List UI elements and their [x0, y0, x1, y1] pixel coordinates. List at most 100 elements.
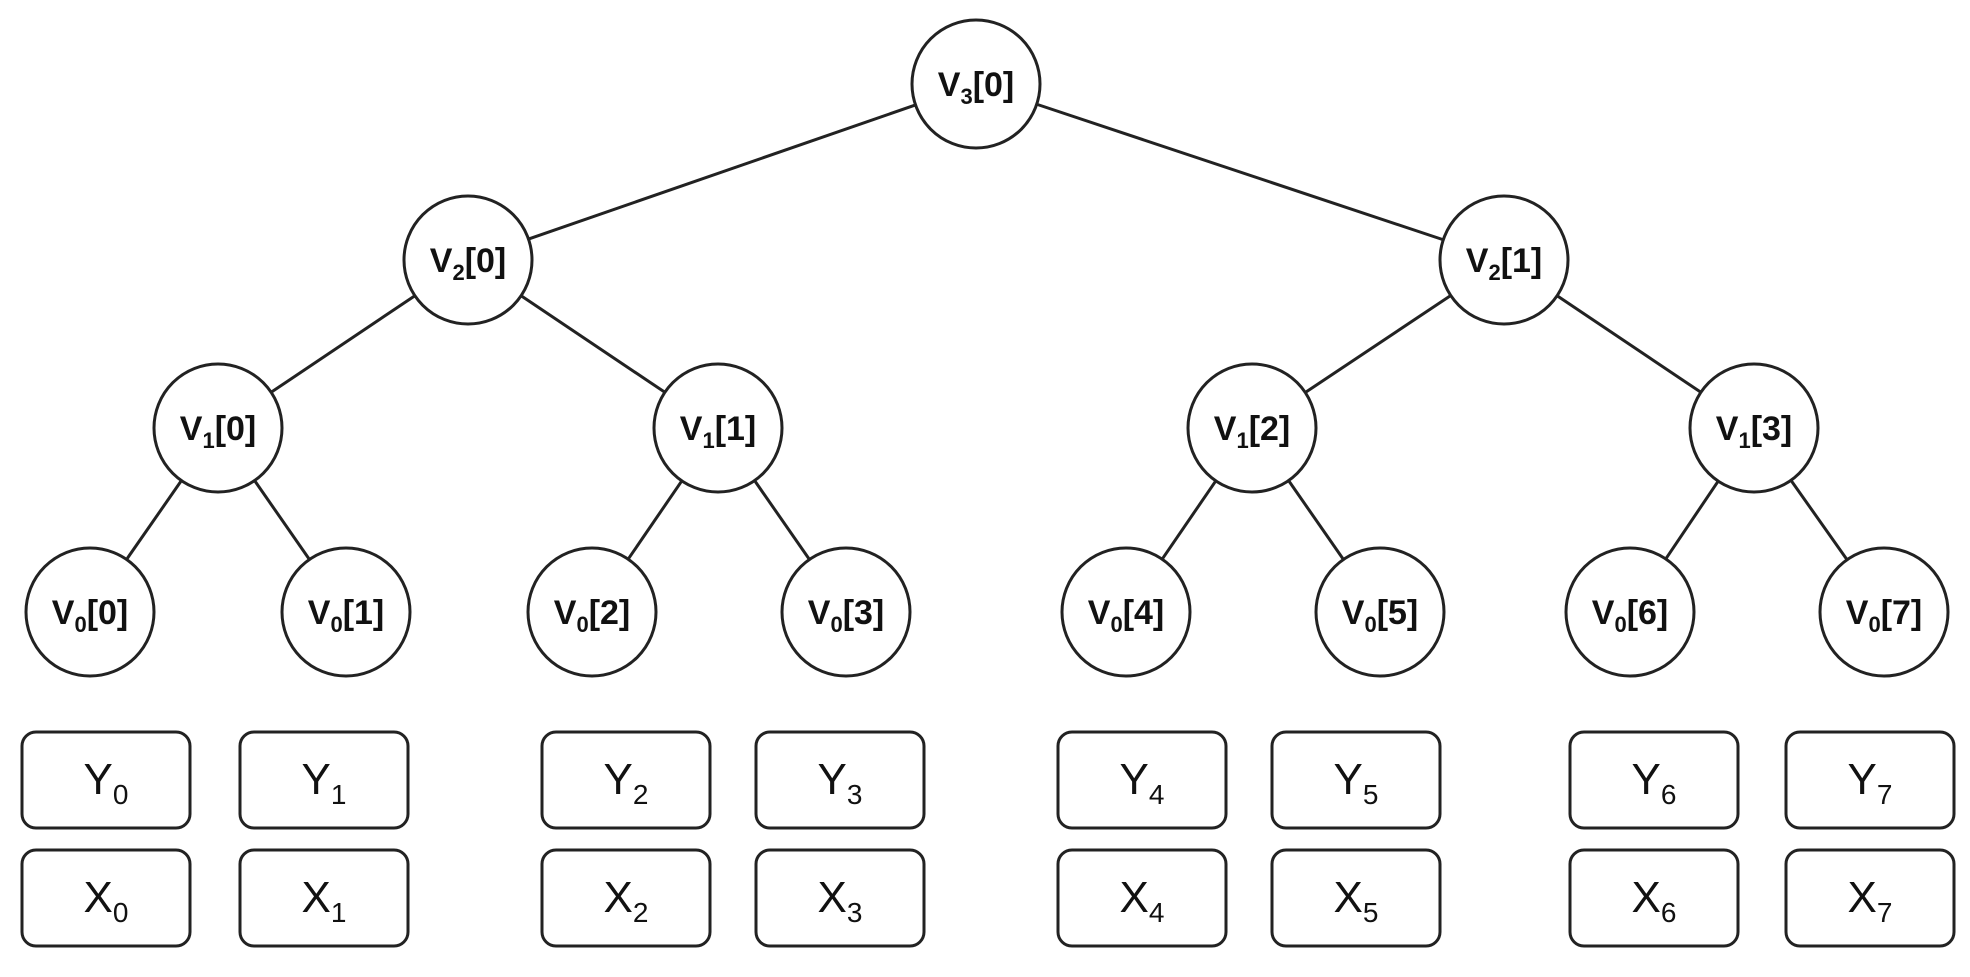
y-row-box-label: Y0 [84, 755, 129, 810]
node-label-index: [6] [1627, 594, 1669, 632]
tree-node-v1-2: V1[2] [1186, 362, 1318, 494]
box-label-base: X [302, 873, 331, 922]
tree-node-circle [1314, 546, 1446, 678]
y-row-box-3: Y3 [754, 730, 926, 830]
tree-nodes: V3[0]V2[0]V2[1]V1[0]V1[1]V1[2]V1[3]V0[0]… [24, 18, 1950, 678]
tree-node-label: V0[5] [1342, 594, 1419, 637]
node-label-index: [3] [1751, 410, 1793, 448]
box-label-base: Y [818, 755, 847, 804]
node-label-subscript: 0 [1868, 612, 1880, 637]
tree-edge-v1-3-v0-6 [1664, 480, 1720, 560]
tree-node-v1-0: V1[0] [152, 362, 284, 494]
box-label-subscript: 6 [1661, 779, 1677, 810]
box-label-subscript: 6 [1661, 897, 1677, 928]
x-row-box-7: X7 [1784, 848, 1956, 948]
tree-node-circle [24, 546, 156, 678]
node-label-subscript: 1 [202, 428, 214, 453]
tree-edge-v1-2-v0-5 [1287, 479, 1345, 561]
x-row-box-3: X3 [754, 848, 926, 948]
tree-node-v0-7: V0[7] [1818, 546, 1950, 678]
node-label-base: V [680, 410, 703, 448]
node-label-subscript: 0 [1364, 612, 1376, 637]
node-label-index: [0] [215, 410, 257, 448]
x-row-box-rect [1056, 848, 1228, 948]
y-row-box-rect [1270, 730, 1442, 830]
box-label-base: Y [1632, 755, 1661, 804]
node-label-index: [0] [973, 66, 1015, 104]
node-label-index: [1] [343, 594, 385, 632]
y-row-box-label: Y1 [302, 755, 347, 810]
tree-node-circle [1438, 194, 1570, 326]
y-row-box-4: Y4 [1056, 730, 1228, 830]
y-row-box-2: Y2 [540, 730, 712, 830]
node-label-index: [2] [589, 594, 631, 632]
tree-edge-v1-1-v0-3 [753, 479, 811, 561]
box-label-subscript: 7 [1877, 779, 1893, 810]
box-label-subscript: 1 [331, 779, 347, 810]
x-row-box-label: X0 [84, 873, 129, 928]
node-label-base: V [938, 66, 961, 104]
node-label-index: [1] [1501, 242, 1543, 280]
box-label-base: X [1632, 873, 1661, 922]
tree-node-circle [1060, 546, 1192, 678]
x-row-box-4: X4 [1056, 848, 1228, 948]
tree-node-v0-2: V0[2] [526, 546, 658, 678]
x-row-box-label: X1 [302, 873, 347, 928]
tree-node-label: V0[6] [1592, 594, 1669, 637]
x-row-box-1: X1 [238, 848, 410, 948]
y-row-box-label: Y6 [1632, 755, 1677, 810]
tree-node-circle [780, 546, 912, 678]
tree-node-label: V3[0] [938, 66, 1015, 109]
tree-node-circle [280, 546, 412, 678]
node-label-base: V [808, 594, 831, 632]
x-row-box-label: X5 [1334, 873, 1379, 928]
x-row-box-label: X4 [1120, 873, 1165, 928]
tree-node-label: V1[0] [180, 410, 257, 453]
tree-edge-v1-0-v0-0 [125, 479, 183, 561]
x-row-box-rect [238, 848, 410, 948]
y-row-box-rect [20, 730, 192, 830]
tree-node-circle [152, 362, 284, 494]
node-label-subscript: 0 [830, 612, 842, 637]
node-label-base: V [1716, 410, 1739, 448]
node-label-base: V [1088, 594, 1111, 632]
node-label-subscript: 2 [1488, 260, 1500, 285]
tree-node-v1-1: V1[1] [652, 362, 784, 494]
tree-node-v1-3: V1[3] [1688, 362, 1820, 494]
tree-node-v0-4: V0[4] [1060, 546, 1192, 678]
box-label-base: X [84, 873, 113, 922]
node-label-base: V [1214, 410, 1237, 448]
tree-node-label: V1[1] [680, 410, 757, 453]
box-label-base: X [604, 873, 633, 922]
x-row-box-rect [540, 848, 712, 948]
tree-edge-v3-0-v2-0 [527, 103, 917, 241]
tree-edge-v1-1-v0-2 [626, 479, 684, 561]
node-label-index: [0] [465, 242, 507, 280]
box-label-base: Y [1120, 755, 1149, 804]
tree-node-circle [1564, 546, 1696, 678]
x-row-box-rect [1784, 848, 1956, 948]
y-row-box-rect [238, 730, 410, 830]
node-label-base: V [52, 594, 75, 632]
tree-node-v2-1: V2[1] [1438, 194, 1570, 326]
tree-node-label: V0[3] [808, 594, 885, 637]
tree-edge-v1-2-v0-4 [1160, 479, 1218, 561]
box-label-base: Y [1848, 755, 1877, 804]
box-label-base: X [1120, 873, 1149, 922]
y-row-box-rect [540, 730, 712, 830]
tree-node-label: V0[7] [1846, 594, 1923, 637]
box-label-subscript: 3 [847, 779, 863, 810]
node-label-subscript: 0 [1614, 612, 1626, 637]
y-row-box-rect [1056, 730, 1228, 830]
tree-node-v3-0: V3[0] [910, 18, 1042, 150]
tree-node-circle [1818, 546, 1950, 678]
node-label-index: [2] [1249, 410, 1291, 448]
box-label-subscript: 5 [1363, 779, 1379, 810]
tree-node-circle [1688, 362, 1820, 494]
y-row-box-6: Y6 [1568, 730, 1740, 830]
box-label-base: X [1848, 873, 1877, 922]
node-label-base: V [1342, 594, 1365, 632]
node-label-base: V [430, 242, 453, 280]
box-label-base: X [1334, 873, 1363, 922]
tree-node-label: V0[1] [308, 594, 385, 637]
